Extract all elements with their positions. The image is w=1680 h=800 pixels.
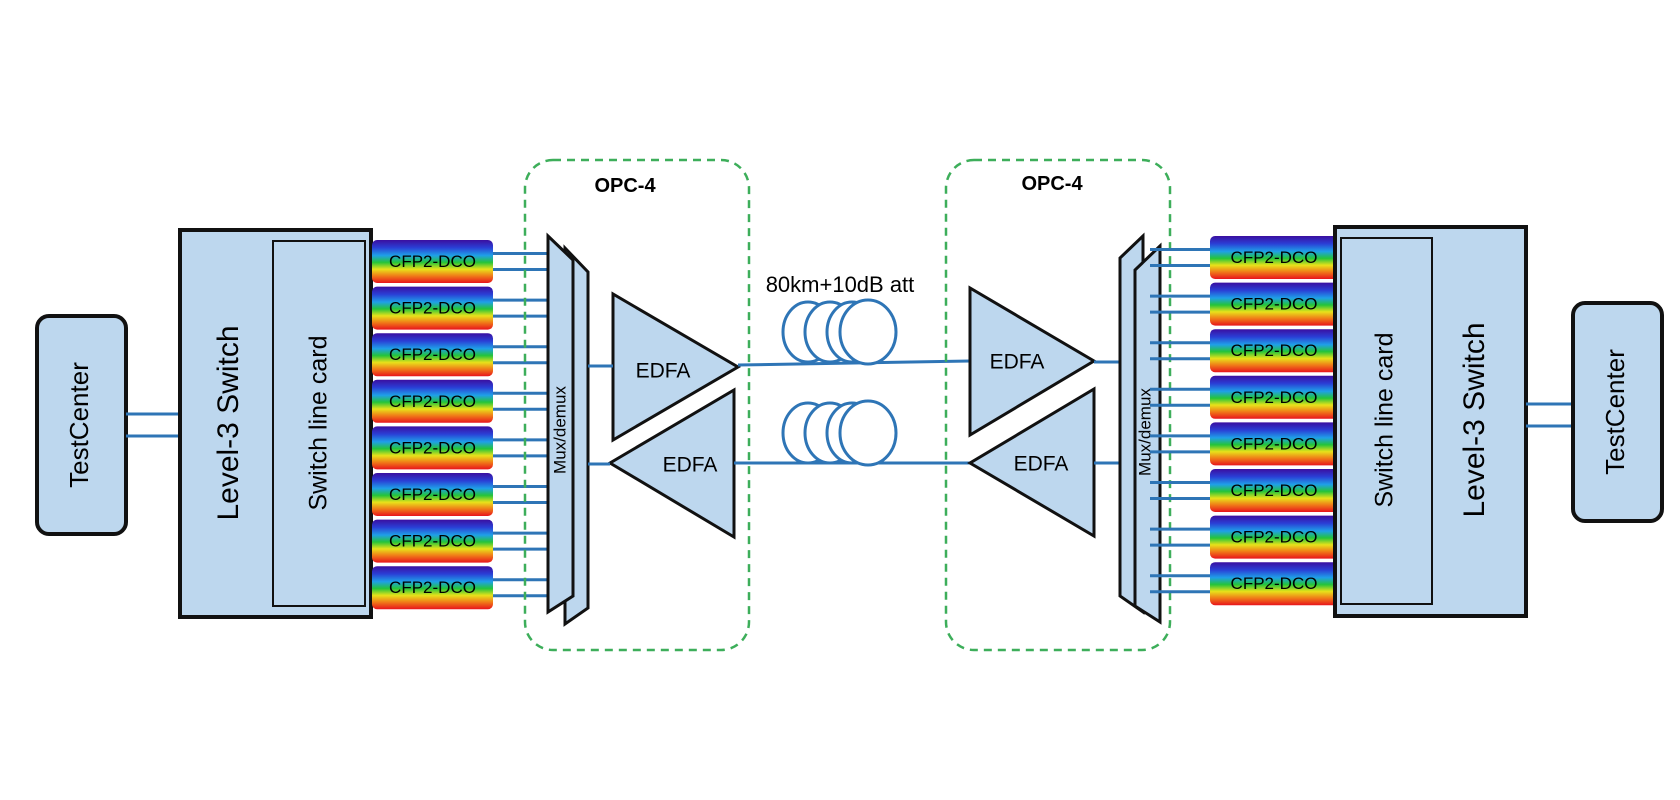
cfp2-modules-right: CFP2-DCO CFP2-DCO CFP2-DCO CFP2-DCO CFP2-DCO… xyxy=(1210,236,1338,606)
opc4-left-boundary xyxy=(523,158,751,652)
cfp2-module-label: CFP2-DCO xyxy=(389,299,476,318)
cfp2-module-label: CFP2-DCO xyxy=(1231,341,1318,360)
opc4-right-title: OPC-4 xyxy=(1021,173,1083,195)
cfp2-module: CFP2-DCO xyxy=(372,519,493,563)
mux-demux-right-label: Mux/demux xyxy=(1135,388,1154,476)
edfa-left-rx-label: EDFA xyxy=(663,454,718,477)
level3-switch-right-label: Level-3 Switch xyxy=(1458,322,1491,517)
switch-line-card-left-label: Switch line card xyxy=(305,335,333,510)
cfp2-module: CFP2-DCO xyxy=(1210,515,1338,559)
mux-demux-right: Mux/demux xyxy=(1118,232,1162,625)
cfp2-module: CFP2-DCO xyxy=(1210,282,1338,326)
cfp2-module-label: CFP2-DCO xyxy=(389,578,476,597)
cfp2-module: CFP2-DCO xyxy=(372,379,493,423)
edfa-right-tx-label: EDFA xyxy=(1014,453,1069,476)
cfp2-module: CFP2-DCO xyxy=(372,473,493,516)
cfp2-module: CFP2-DCO xyxy=(372,426,493,470)
cfp2-module: CFP2-DCO xyxy=(1210,469,1338,512)
cfp2-modules-left: CFP2-DCO CFP2-DCO CFP2-DCO CFP2-DCO CFP2-DCO… xyxy=(372,240,493,610)
cfp2-module: CFP2-DCO xyxy=(372,333,493,377)
cfp2-module-label: CFP2-DCO xyxy=(389,532,476,551)
cfp2-module-label: CFP2-DCO xyxy=(1231,528,1318,547)
cfp2-module-label: CFP2-DCO xyxy=(1231,481,1318,500)
cfp2-module: CFP2-DCO xyxy=(372,240,493,283)
testcenter-left-label: TestCenter xyxy=(64,362,94,488)
level3-switch-right: Switch line card Level-3 Switch xyxy=(1333,225,1528,618)
cfp2-module: CFP2-DCO xyxy=(372,566,493,610)
opc4-right-boundary xyxy=(944,158,1172,652)
cfp2-module-label: CFP2-DCO xyxy=(1231,434,1318,453)
switch-line-card-left xyxy=(272,240,366,607)
cfp2-module-label: CFP2-DCO xyxy=(389,438,476,457)
edfa-right-rx-label: EDFA xyxy=(990,351,1045,374)
cfp2-module-label: CFP2-DCO xyxy=(389,345,476,364)
mux-demux-left: Mux/demux xyxy=(546,232,590,627)
level3-switch-left: Level-3 Switch Switch line card xyxy=(178,228,373,619)
cfp2-module-label: CFP2-DCO xyxy=(1231,248,1318,267)
fiber-spool-top xyxy=(781,298,898,366)
cfp2-module: CFP2-DCO xyxy=(1210,236,1338,279)
switch-line-card-right xyxy=(1340,237,1433,605)
edfa-left-tx-label: EDFA xyxy=(636,360,691,383)
testcenter-right: TestCenter xyxy=(1571,301,1664,523)
cfp2-module-label: CFP2-DCO xyxy=(1231,295,1318,314)
cfp2-module-label: CFP2-DCO xyxy=(1231,388,1318,407)
cfp2-module: CFP2-DCO xyxy=(1210,375,1338,419)
switch-line-card-right-label: Switch line card xyxy=(1371,332,1399,507)
testcenter-right-label: TestCenter xyxy=(1600,349,1630,475)
link-label: 80km+10dB att xyxy=(766,272,915,297)
cfp2-module: CFP2-DCO xyxy=(1210,329,1338,373)
level3-switch-left-label: Level-3 Switch xyxy=(212,325,245,520)
edfa-right-rx: EDFA xyxy=(968,285,1097,438)
cfp2-module-label: CFP2-DCO xyxy=(389,392,476,411)
cfp2-module: CFP2-DCO xyxy=(1210,422,1338,466)
cfp2-module-label: CFP2-DCO xyxy=(389,485,476,504)
cfp2-module: CFP2-DCO xyxy=(1210,562,1338,606)
module-wires-right xyxy=(1150,248,1210,594)
cfp2-module: CFP2-DCO xyxy=(372,286,493,330)
fiber-spool-bottom xyxy=(781,399,898,467)
cfp2-module-label: CFP2-DCO xyxy=(1231,574,1318,593)
mux-demux-left-label: Mux/demux xyxy=(550,386,569,474)
opc4-left-title: OPC-4 xyxy=(594,175,656,197)
cfp2-module-label: CFP2-DCO xyxy=(389,252,476,271)
testcenter-left: TestCenter xyxy=(35,314,128,536)
